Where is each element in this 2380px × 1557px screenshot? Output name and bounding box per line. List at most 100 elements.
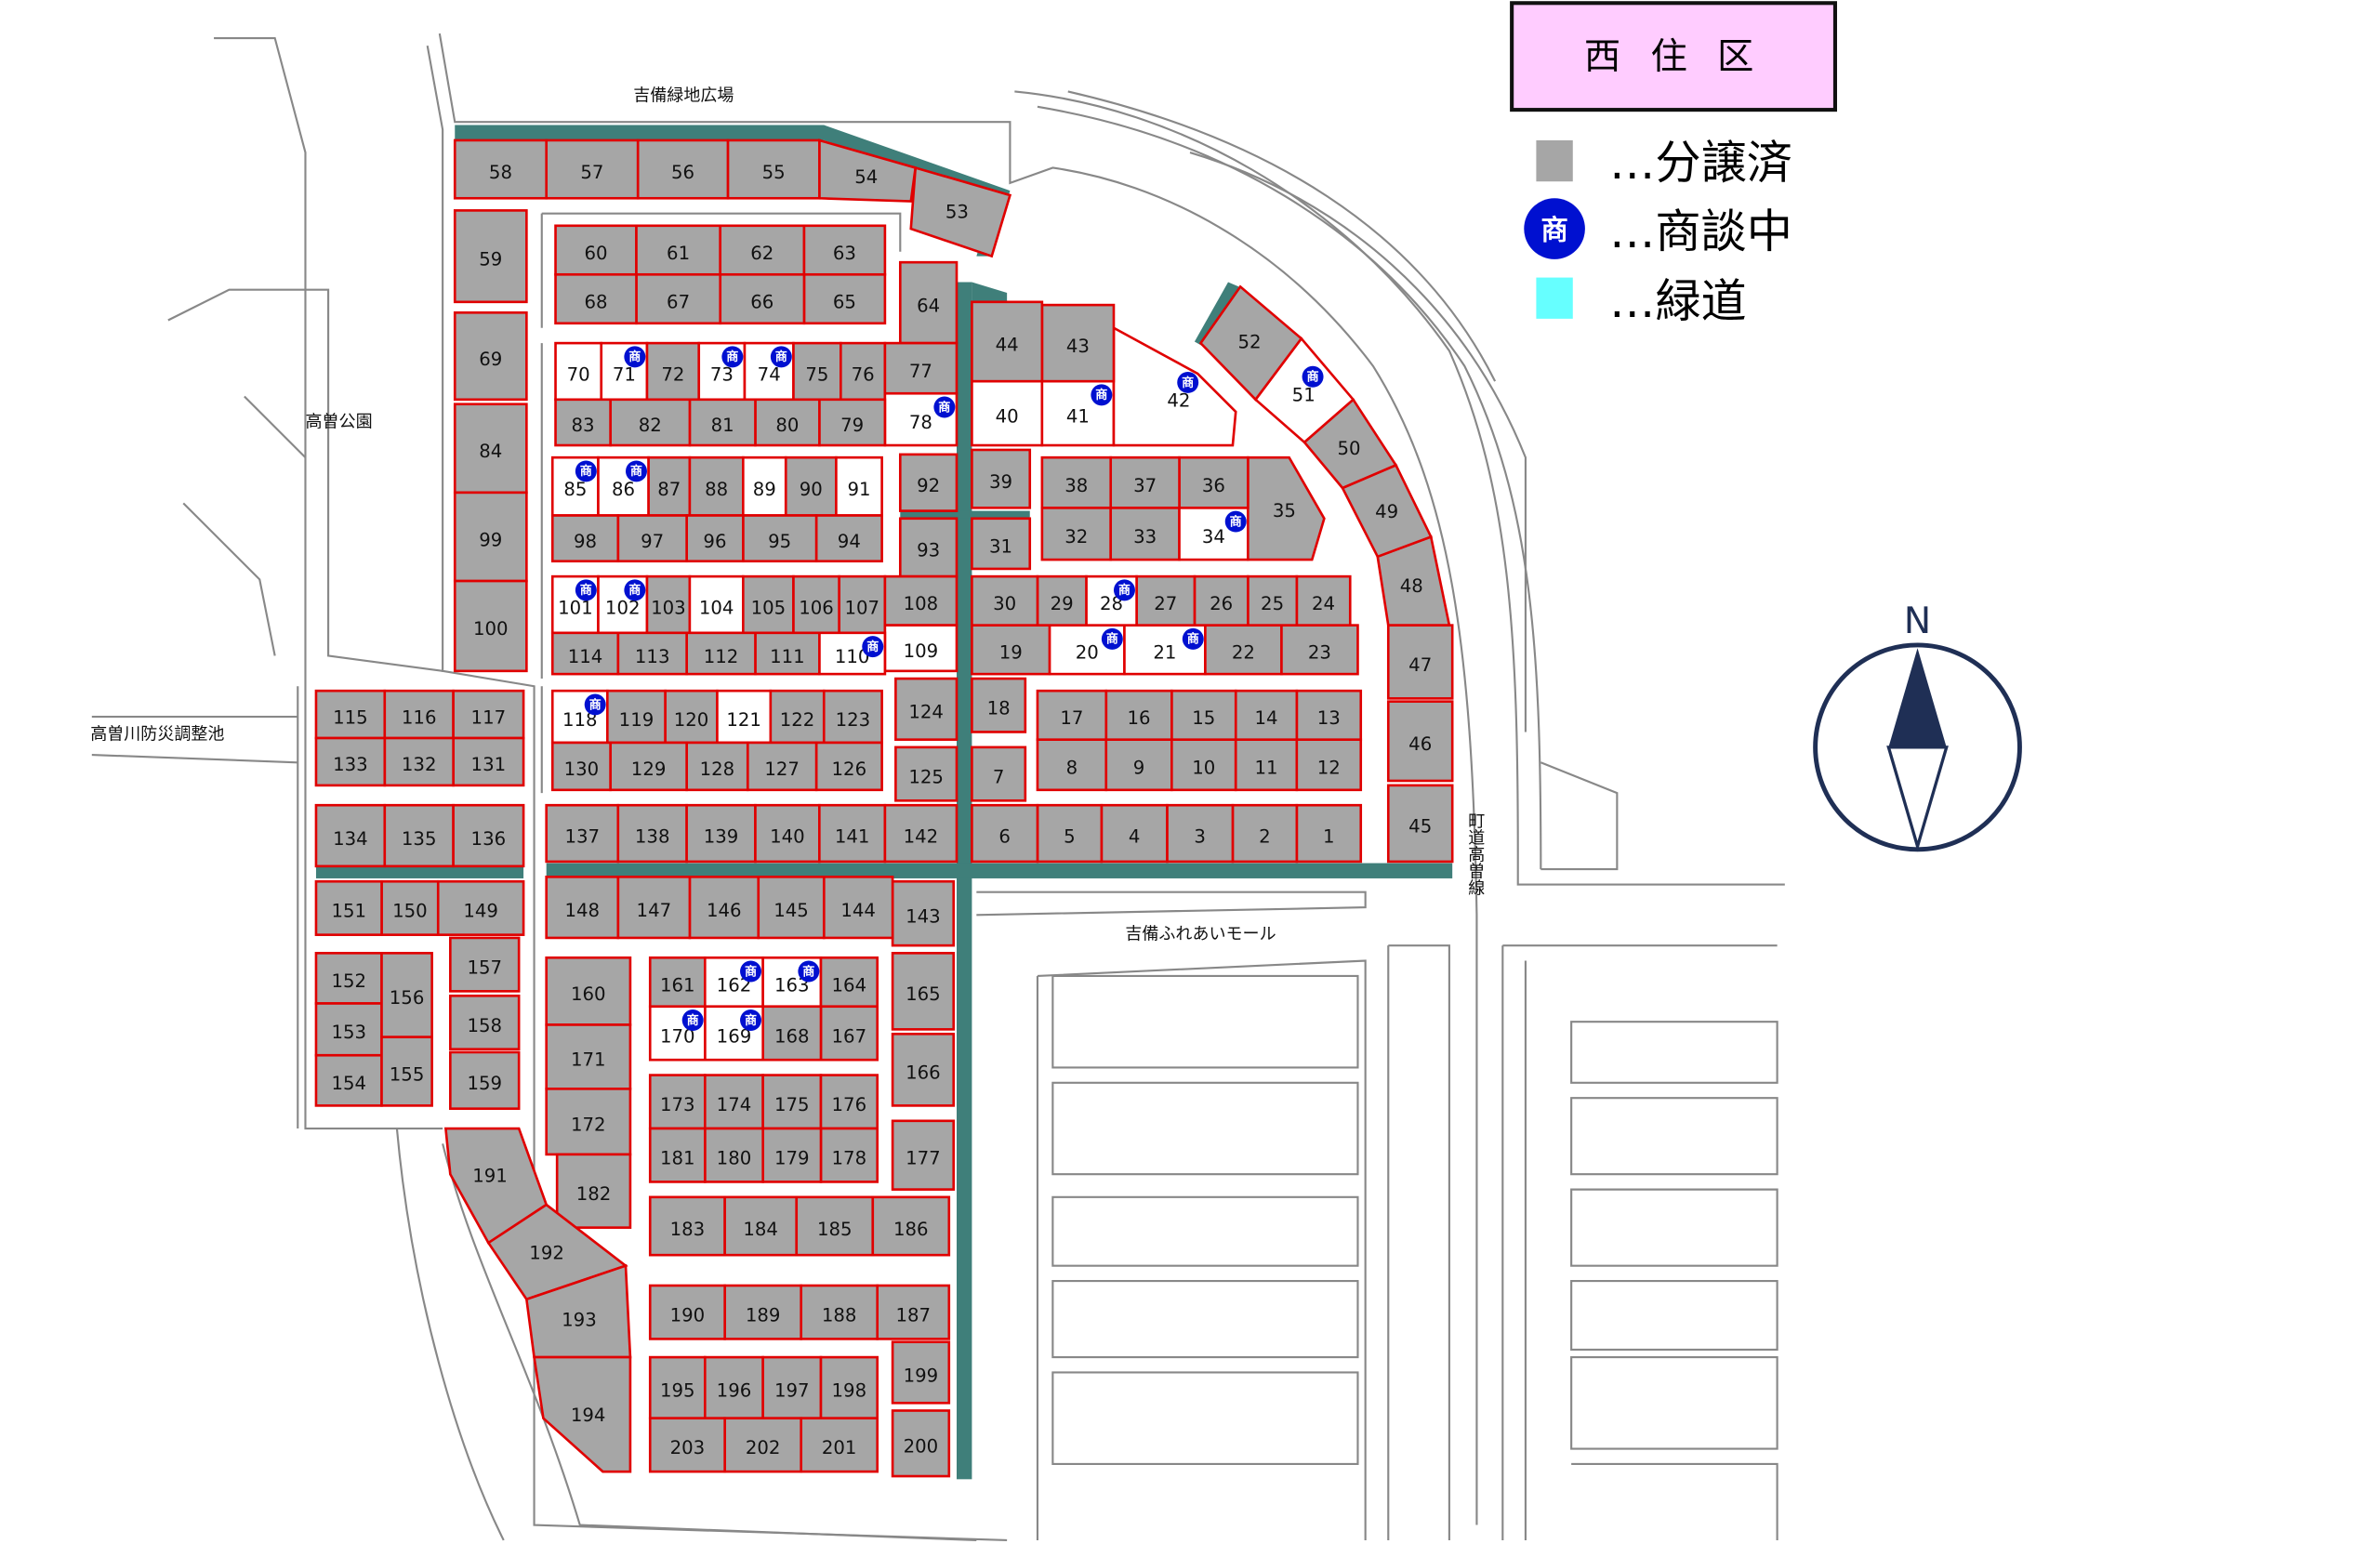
lot-104[interactable]: 104	[688, 574, 745, 635]
lot-22[interactable]: 22	[1204, 624, 1283, 676]
lot-82[interactable]: 82	[609, 398, 692, 447]
lot-98[interactable]: 98	[550, 514, 620, 563]
lot-32[interactable]: 32	[1040, 506, 1113, 561]
lot-14[interactable]: 14	[1234, 689, 1299, 741]
lot-56[interactable]: 56	[636, 139, 730, 200]
lot-117[interactable]: 117	[452, 689, 525, 740]
lot-65[interactable]: 65	[802, 272, 887, 325]
lot-23[interactable]: 23	[1280, 624, 1359, 676]
lot-145[interactable]: 145	[757, 876, 826, 940]
lot-111[interactable]: 111	[754, 631, 821, 676]
lot-174[interactable]: 174	[703, 1074, 764, 1130]
lot-160[interactable]: 160	[545, 956, 632, 1026]
lot-92[interactable]: 92	[898, 453, 959, 512]
lot-60[interactable]: 60	[554, 224, 638, 276]
lot-184[interactable]: 184	[723, 1195, 799, 1257]
lot-54[interactable]: 54	[818, 139, 918, 203]
lot-13[interactable]: 13	[1295, 689, 1363, 741]
lot-39[interactable]: 39	[971, 448, 1032, 509]
lot-113[interactable]: 113	[616, 631, 688, 676]
lot-129[interactable]: 129	[609, 741, 688, 792]
lot-127[interactable]: 127	[746, 741, 818, 792]
lot-88[interactable]: 88	[688, 455, 745, 517]
lot-131[interactable]: 131	[452, 736, 525, 787]
lot-86[interactable]: 86商	[597, 455, 650, 517]
lot-190[interactable]: 190	[648, 1284, 726, 1340]
lot-142[interactable]: 142	[883, 803, 959, 864]
lot-42[interactable]: 42商	[1112, 325, 1237, 447]
lot-71[interactable]: 71商	[600, 341, 649, 402]
lot-63[interactable]: 63	[802, 224, 887, 276]
lot-3[interactable]: 3	[1166, 803, 1235, 864]
lot-11[interactable]: 11	[1234, 738, 1299, 792]
lot-70[interactable]: 70	[554, 341, 603, 402]
lot-87[interactable]: 87	[647, 455, 692, 517]
lot-189[interactable]: 189	[723, 1284, 802, 1340]
lot-6[interactable]: 6	[971, 803, 1039, 864]
lot-93[interactable]: 93	[898, 517, 959, 578]
lot-16[interactable]: 16	[1104, 689, 1173, 741]
lot-181[interactable]: 181	[648, 1127, 707, 1183]
lot-172[interactable]: 172	[545, 1088, 632, 1156]
lot-67[interactable]: 67	[635, 272, 722, 325]
lot-68[interactable]: 68	[554, 272, 638, 325]
lot-141[interactable]: 141	[818, 803, 887, 864]
lot-96[interactable]: 96	[685, 514, 745, 563]
lot-37[interactable]: 37	[1109, 455, 1181, 509]
lot-166[interactable]: 166	[891, 1032, 956, 1107]
lot-45[interactable]: 45	[1386, 784, 1454, 864]
lot-97[interactable]: 97	[616, 514, 688, 563]
lot-79[interactable]: 79	[818, 398, 887, 447]
lot-35[interactable]: 35	[1247, 455, 1326, 561]
lot-7[interactable]: 7	[971, 746, 1027, 802]
lot-72[interactable]: 72	[645, 341, 701, 402]
lot-176[interactable]: 176	[819, 1074, 879, 1130]
lot-136[interactable]: 136	[452, 803, 525, 868]
lot-144[interactable]: 144	[822, 876, 894, 940]
lot-175[interactable]: 175	[761, 1074, 823, 1130]
lot-105[interactable]: 105	[742, 574, 795, 635]
lot-157[interactable]: 157	[449, 936, 521, 993]
lot-137[interactable]: 137	[545, 803, 620, 864]
lot-122[interactable]: 122	[769, 689, 826, 745]
lot-47[interactable]: 47	[1386, 624, 1454, 700]
lot-149[interactable]: 149	[436, 879, 525, 936]
lot-180[interactable]: 180	[703, 1127, 764, 1183]
lot-76[interactable]: 76	[840, 341, 887, 402]
lot-126[interactable]: 126	[814, 741, 883, 792]
lot-26[interactable]: 26	[1193, 574, 1250, 627]
lot-147[interactable]: 147	[616, 876, 692, 940]
lot-20[interactable]: 20商	[1048, 624, 1126, 676]
lot-94[interactable]: 94	[814, 514, 883, 563]
lot-83[interactable]: 83	[554, 398, 612, 447]
lot-55[interactable]: 55	[726, 139, 821, 200]
lot-2[interactable]: 2	[1231, 803, 1299, 864]
lot-84[interactable]: 84	[453, 402, 528, 495]
lot-5[interactable]: 5	[1036, 803, 1104, 864]
lot-24[interactable]: 24	[1295, 574, 1352, 627]
lot-196[interactable]: 196	[703, 1355, 764, 1420]
lot-61[interactable]: 61	[635, 224, 722, 276]
lot-107[interactable]: 107	[838, 574, 887, 635]
lot-74[interactable]: 74商	[743, 341, 795, 402]
lot-46[interactable]: 46	[1386, 700, 1454, 783]
lot-171[interactable]: 171	[545, 1023, 632, 1090]
lot-178[interactable]: 178	[819, 1127, 879, 1183]
lot-27[interactable]: 27	[1135, 574, 1197, 627]
lot-59[interactable]: 59	[453, 209, 528, 304]
lot-153[interactable]: 153	[314, 1002, 383, 1057]
lot-30[interactable]: 30	[971, 574, 1039, 627]
lot-48[interactable]: 48	[1376, 534, 1451, 627]
lot-41[interactable]: 41商	[1040, 379, 1116, 447]
lot-4[interactable]: 4	[1100, 803, 1169, 864]
lot-167[interactable]: 167	[819, 1005, 879, 1062]
lot-197[interactable]: 197	[761, 1355, 823, 1420]
lot-106[interactable]: 106	[792, 574, 840, 635]
lot-17[interactable]: 17	[1036, 689, 1108, 741]
lot-53[interactable]: 53	[909, 165, 1012, 258]
lot-139[interactable]: 139	[685, 803, 757, 864]
lot-202[interactable]: 202	[723, 1417, 802, 1473]
lot-33[interactable]: 33	[1109, 506, 1181, 561]
